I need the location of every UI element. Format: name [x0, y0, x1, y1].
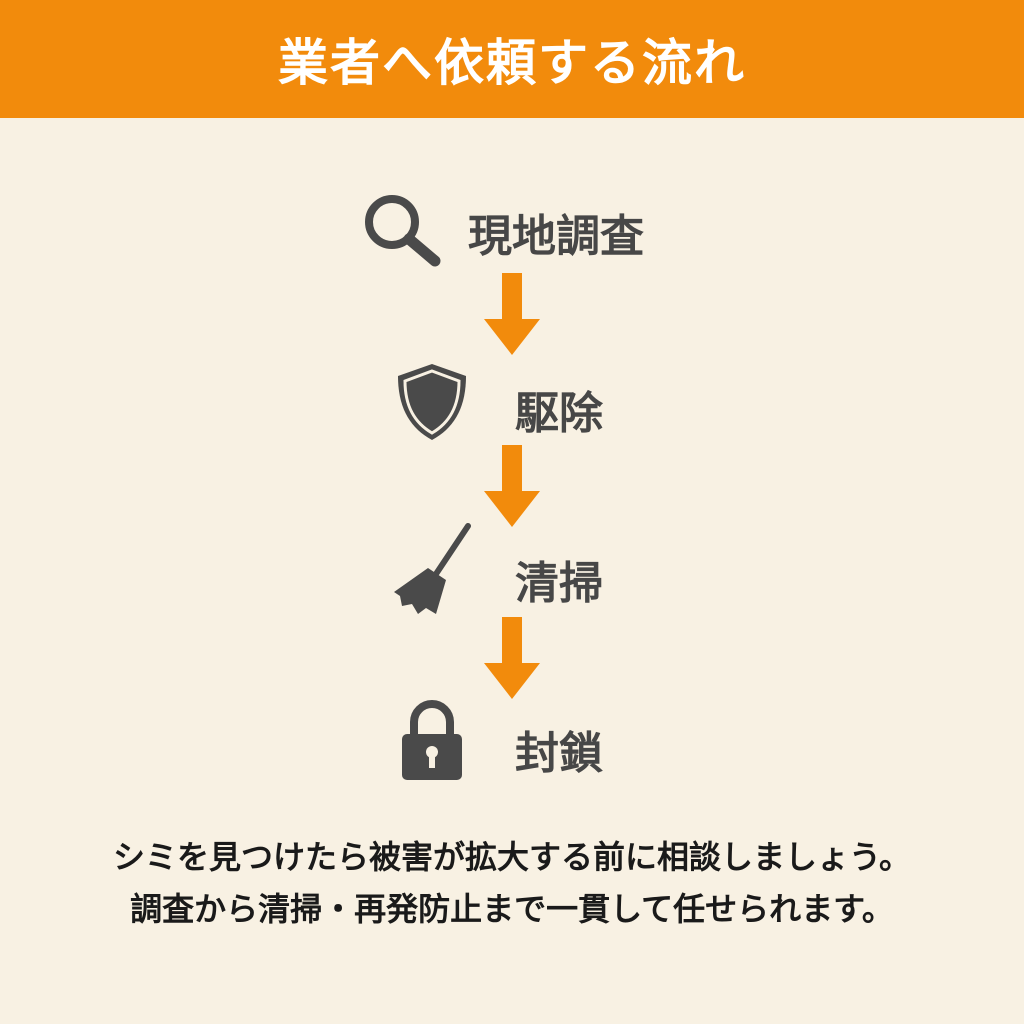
arrow-down-icon [484, 445, 540, 527]
step-site-survey: 現地調査 [468, 200, 644, 264]
step-cleaning: 清掃 [515, 547, 603, 611]
page-title: 業者へ依頼する流れ [278, 34, 746, 92]
step-label: 駆除 [515, 388, 603, 439]
header-banner: 業者へ依頼する流れ [0, 0, 1024, 118]
step-sealing: 封鎖 [515, 717, 603, 781]
footer-text-line-1: シミを見つけたら被害が拡大する前に相談しましょう。 [112, 838, 912, 876]
padlock-icon [402, 700, 462, 780]
footer-text-line-2: 調査から清掃・再発防止まで一貫して任せられます。 [130, 890, 894, 928]
broom-icon [394, 523, 471, 614]
magnifier-icon [365, 195, 441, 267]
step-label: 封鎖 [515, 728, 603, 779]
step-extermination: 駆除 [515, 377, 603, 441]
step-label: 現地調査 [468, 211, 644, 262]
arrow-down-icon [484, 273, 540, 355]
step-label: 清掃 [515, 558, 603, 609]
arrow-down-icon [484, 617, 540, 699]
shield-icon [398, 364, 466, 440]
